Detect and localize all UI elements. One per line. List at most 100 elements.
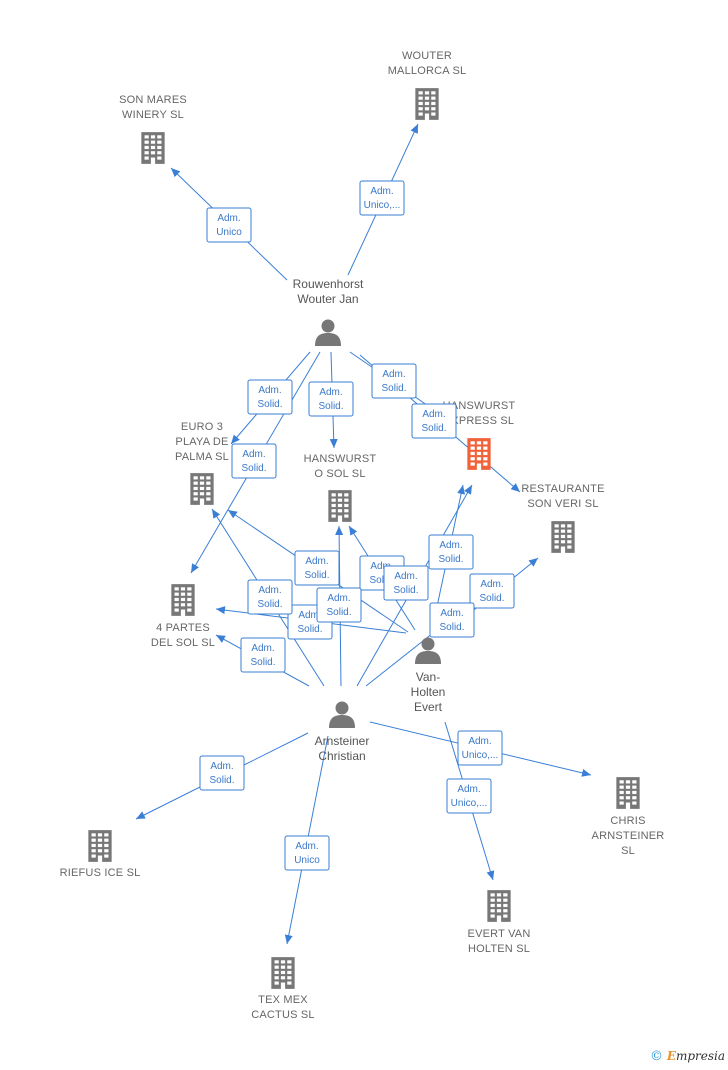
edge-label-text: Unico,... xyxy=(451,798,488,809)
edge-label-rouwenhorst-euro3[interactable]: Adm. Solid. xyxy=(247,379,293,415)
company-name-line: ARNSTEINER xyxy=(592,830,665,842)
edge-label-box[interactable] xyxy=(411,403,457,439)
building-icon xyxy=(271,957,295,989)
edge-label-text: Adm. xyxy=(217,213,240,224)
edge-label-box[interactable] xyxy=(240,637,286,673)
edge-label-rouwenhorst-son-mares[interactable]: Adm. Unico xyxy=(206,207,252,243)
edge-label-arnsteiner-riefus[interactable]: Adm.Solid. xyxy=(199,755,245,791)
edge-label-text: Unico xyxy=(294,855,320,866)
person-name-line: Rouwenhorst xyxy=(293,277,364,291)
edge-label-box[interactable] xyxy=(429,602,475,638)
person-icon xyxy=(415,637,441,664)
edge-label-box[interactable] xyxy=(316,587,362,623)
company-name-line: HANSWURST xyxy=(443,400,516,412)
company-name-line: PALMA SL xyxy=(175,451,229,463)
edge-label-rouwenhorst-4partes[interactable]: Adm.Solid. xyxy=(231,443,277,479)
edge-label-box[interactable] xyxy=(428,534,474,570)
edge-label-box[interactable] xyxy=(446,778,492,814)
edge-label-text: Solid. xyxy=(257,399,282,410)
edge-label-text: Adm. xyxy=(370,186,393,197)
edge-label-vanholten-hanswurst-express[interactable]: Adm.Solid. xyxy=(428,534,474,570)
edge-label-text: Adm. xyxy=(242,449,265,460)
company-node-evert-van-holten[interactable]: EVERT VAN HOLTEN SL xyxy=(468,890,531,955)
brand-initial: E xyxy=(666,1049,676,1063)
edge-label-text: Adm. xyxy=(468,736,491,747)
edge-label-rouwenhorst-wouter-mallorca[interactable]: Adm. Unico,... xyxy=(359,180,405,216)
edge-label-text: Adm. xyxy=(295,841,318,852)
edge-label-text: Adm. xyxy=(370,561,393,572)
edge-label-box[interactable] xyxy=(308,381,354,417)
edge-label-arnsteiner-4partes[interactable]: Adm.Solid. xyxy=(240,637,286,673)
edge-label-arnsteiner-texmex[interactable]: Adm. Unico xyxy=(284,835,330,871)
edge-label-box[interactable] xyxy=(383,565,429,601)
person-name-line: Holten xyxy=(411,685,446,699)
person-name-line: Wouter Jan xyxy=(297,292,358,306)
edge-label-rouwenhorst-hanswurst-express[interactable]: Adm.Solid. xyxy=(371,363,417,399)
company-name-line: SL xyxy=(621,845,635,857)
company-node-hanswurst-sol[interactable]: HANSWURST O SOL SL xyxy=(304,453,377,522)
edge-label-box[interactable] xyxy=(457,730,503,766)
building-icon xyxy=(415,88,439,120)
company-name-line: O SOL SL xyxy=(314,468,365,480)
edge-label-text: Unico,... xyxy=(364,200,401,211)
edge-label-text: Adm. xyxy=(210,761,233,772)
edge-label-text: Unico,... xyxy=(462,750,499,761)
company-name-line: HOLTEN SL xyxy=(468,943,530,955)
edge-label-arnsteiner-hanswurst-sol[interactable]: Adm.Solid. xyxy=(316,587,362,623)
edge-label-box[interactable] xyxy=(247,579,293,615)
edge-label-box[interactable] xyxy=(469,573,515,609)
company-name-line: HANSWURST xyxy=(304,453,377,465)
edge-label-text: Adm. xyxy=(258,385,281,396)
edge-label-box[interactable] xyxy=(371,363,417,399)
edge-label-text: Solid. xyxy=(304,570,329,581)
company-name-line: CHRIS xyxy=(610,815,645,827)
building-icon xyxy=(551,521,575,553)
company-name-line: SON MARES xyxy=(119,94,187,106)
edge-label-box[interactable] xyxy=(359,180,405,216)
edge-label-text: Adm. xyxy=(258,585,281,596)
company-name-line: PLAYA DE xyxy=(175,436,228,448)
edge-label-text: Adm. xyxy=(251,643,274,654)
edge-label-text: Adm. xyxy=(382,369,405,380)
company-node-chris-arnsteiner[interactable]: CHRIS ARNSTEINER SL xyxy=(592,777,665,857)
edge-label-vanholten-euro3[interactable]: Adm.Solid. xyxy=(294,550,340,586)
company-name-line: SON VERI SL xyxy=(527,498,598,510)
edge-label-arnsteiner-hanswurst-express[interactable]: Adm.Solid. xyxy=(383,565,429,601)
company-name-line: WOUTER xyxy=(402,50,452,62)
watermark: © Empresia xyxy=(650,1049,726,1067)
edge-label-box[interactable] xyxy=(294,550,340,586)
edge-label-text: Unico xyxy=(216,227,242,238)
edge-label-box[interactable] xyxy=(284,835,330,871)
company-name-line: EVERT VAN xyxy=(468,928,531,940)
edge-label-box[interactable] xyxy=(247,379,293,415)
edge-label-vanholten-restaurante[interactable]: Adm. Solid. xyxy=(469,573,515,609)
edge-label-arnsteiner-chris-arnsteiner[interactable]: Adm. Unico,... xyxy=(457,730,503,766)
edge-label-arnsteiner-restaurante[interactable]: Adm.Solid. xyxy=(429,602,475,638)
company-name-line: TEX MEX xyxy=(258,994,308,1006)
edge-label-arnsteiner-evert-van-holten[interactable]: Adm.Unico,... xyxy=(446,778,492,814)
edge-label-text: Adm. xyxy=(480,579,503,590)
edge-label-text: Adm. xyxy=(422,409,445,420)
edge-label-text: Solid. xyxy=(438,554,463,565)
person-icon xyxy=(315,319,341,346)
edge-label-box[interactable] xyxy=(206,207,252,243)
edge-label-arnsteiner-euro3[interactable]: Adm.Solid. xyxy=(247,579,293,615)
edge-label-text: Solid. xyxy=(393,585,418,596)
edge-label-rouwenhorst-hanswurst-sol[interactable]: Adm.Solid. xyxy=(308,381,354,417)
edge-label-rouwenhorst-restaurante[interactable]: Adm.Solid. xyxy=(411,403,457,439)
company-name-line: DEL SOL SL xyxy=(151,637,215,649)
edge-label-text: Solid. xyxy=(479,593,504,604)
edge-label-box[interactable] xyxy=(231,443,277,479)
company-node-riefus[interactable]: RIEFUS ICE SL xyxy=(60,830,141,879)
edge-label-box[interactable] xyxy=(199,755,245,791)
